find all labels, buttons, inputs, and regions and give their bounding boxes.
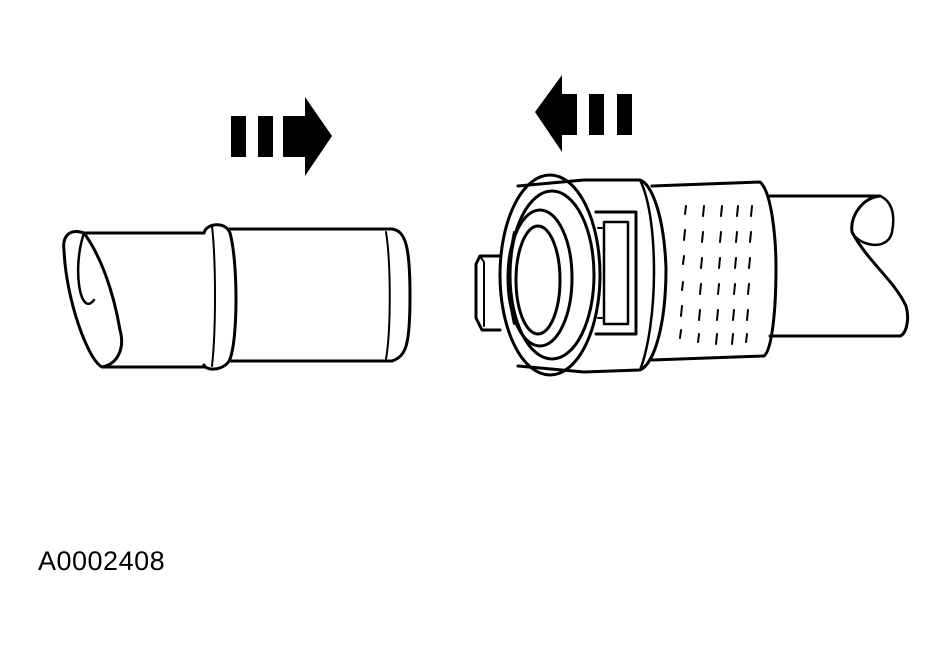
male-tube (62, 223, 412, 371)
male-tube-bead (202, 223, 238, 371)
figure-id-label: A0002408 (38, 546, 166, 576)
arrow-right-icon (231, 97, 332, 176)
sleeve-texture (679, 205, 753, 345)
retainer-window (594, 210, 638, 336)
arrow-left-icon (535, 75, 632, 152)
male-tube-chamfered-end (390, 227, 412, 363)
hose-body (768, 194, 902, 338)
male-tube-broken-end (62, 230, 124, 369)
hose-broken-end (850, 194, 910, 338)
quick-connect-coupling (474, 173, 910, 377)
coupling-bore (506, 208, 574, 348)
coupling-body (582, 178, 668, 374)
male-tube-body (82, 231, 206, 369)
coupling-sleeve (650, 180, 778, 362)
release-tab (474, 254, 502, 332)
